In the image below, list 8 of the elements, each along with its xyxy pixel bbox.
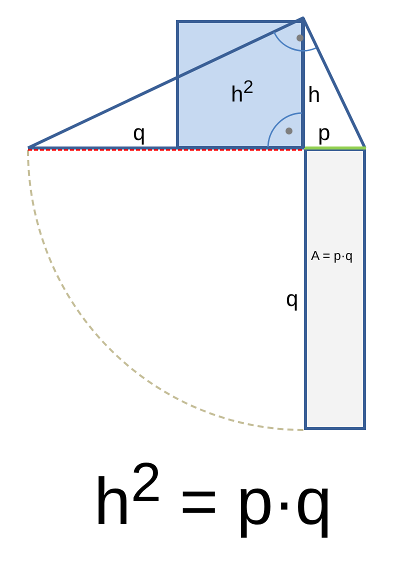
rectangle: [304, 148, 366, 430]
area-label: h$^{2}$: [231, 78, 254, 106]
segment-label: q: [286, 288, 298, 310]
segment-label: p: [318, 122, 330, 144]
segment-label: q: [133, 122, 146, 144]
area-formula: A = p·q: [311, 249, 353, 262]
segment-label: h: [308, 84, 320, 106]
square: [176, 20, 304, 149]
